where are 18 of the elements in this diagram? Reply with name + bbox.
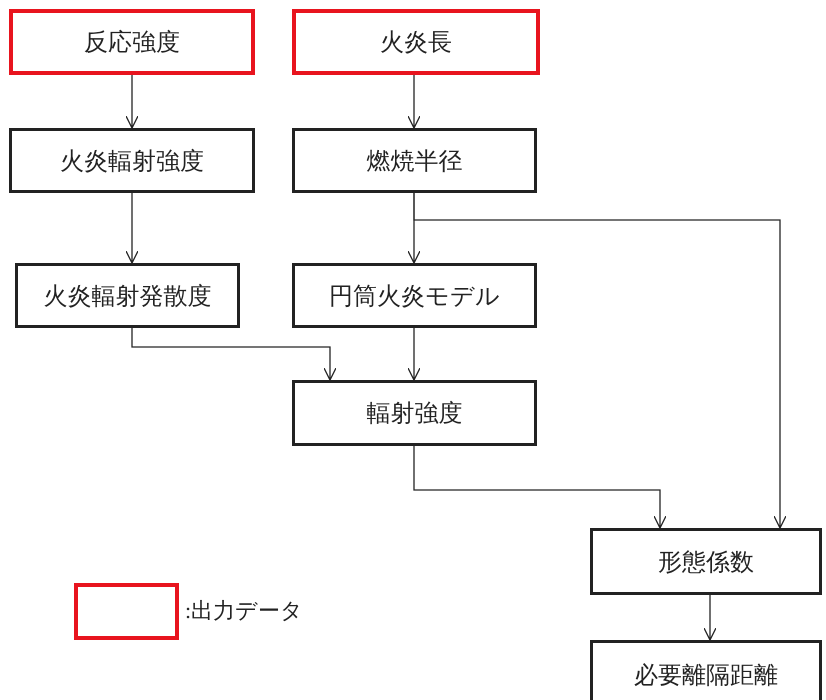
arrow [125,193,139,264]
process-box: 火炎輻射発散度 [15,263,240,328]
process-box: 燃焼半径 [292,128,537,193]
arrow [703,595,717,641]
process-box: 必要離隔距離 [590,640,822,700]
process-box: 火炎輻射強度 [9,128,255,193]
arrow [407,328,421,381]
arrow [125,75,139,129]
legend-text: :出力データ [185,597,304,625]
arrow [413,446,667,529]
arrow [131,328,337,381]
arrow [413,193,787,529]
process-box: 輻射強度 [292,380,537,446]
process-box: 火炎長 [292,9,540,75]
process-box: 円筒火炎モデル [292,263,537,328]
process-box: 形態係数 [590,528,822,595]
process-box: 反応強度 [9,9,255,75]
arrow [407,75,421,129]
